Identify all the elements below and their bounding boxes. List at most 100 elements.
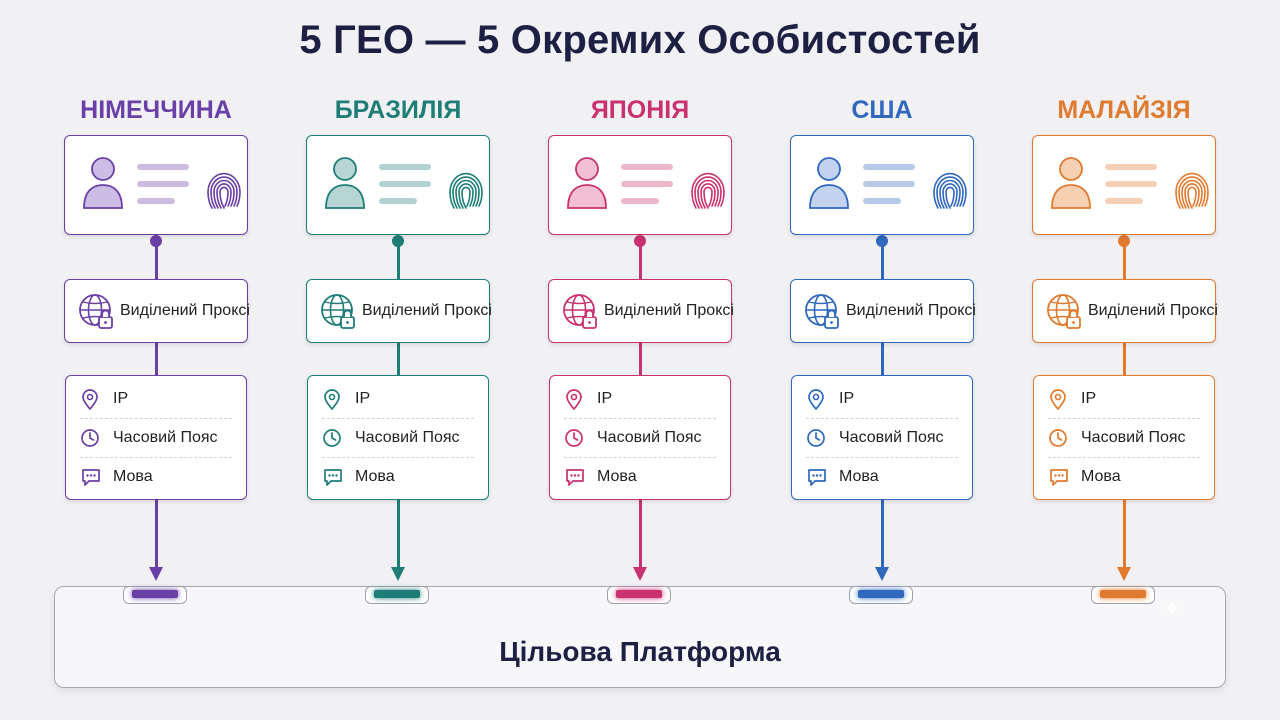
platform-port [1091,586,1155,604]
geo-name: НІМЕЧЧИНА [80,96,232,124]
identity-card [306,135,490,235]
connector-dot [634,235,646,247]
location-pin-icon [80,389,100,416]
location-pin-icon [322,389,342,416]
platform-port [607,586,671,604]
param-row-language: Мова [322,458,474,496]
chat-bubble-icon [322,467,344,492]
param-label: Часовий Пояс [355,429,460,446]
proxy-card: Виділений Проксі [790,279,976,343]
param-row-ip: IP [80,380,232,419]
geo-name: МАЛАЙЗІЯ [1057,96,1191,124]
location-pin-icon [564,389,584,416]
param-row-language: Мова [564,458,716,496]
chat-bubble-icon [564,467,586,492]
user-avatar-icon [807,154,851,215]
param-label: Часовий Пояс [839,429,944,446]
param-label: IP [113,390,129,407]
param-row-timezone: Часовий Пояс [1048,419,1200,458]
param-label: Мова [1081,468,1121,485]
proxy-card: Виділений Проксі [548,279,734,343]
info-lines [1105,164,1157,215]
info-lines [863,164,915,215]
param-label: IP [597,390,613,407]
proxy-label: Виділений Проксі [846,302,976,319]
fingerprint-icon [1175,170,1209,217]
arrow-head [149,567,163,581]
identity-card [790,135,974,235]
clock-icon [80,428,100,453]
clock-icon [806,428,826,453]
params-card: IP Часовий Пояс Мова [549,375,731,500]
connector-dot [392,235,404,247]
info-lines [621,164,673,215]
user-avatar-icon [565,154,609,215]
arrow-head [1117,567,1131,581]
sparkle-icon: ✦ [1163,596,1182,621]
connector-dot [876,235,888,247]
geo-name: США [851,96,913,124]
globe-lock-icon [77,292,117,337]
proxy-card: Виділений Проксі [306,279,492,343]
param-row-ip: IP [1048,380,1200,419]
proxy-label: Виділений Проксі [362,302,492,319]
proxy-label: Виділений Проксі [604,302,734,319]
param-row-timezone: Часовий Пояс [564,419,716,458]
params-card: IP Часовий Пояс Мова [65,375,247,500]
platform-port [123,586,187,604]
proxy-card: Виділений Проксі [1032,279,1218,343]
location-pin-icon [806,389,826,416]
connector-dot [1118,235,1130,247]
chat-bubble-icon [80,467,102,492]
param-row-language: Мова [1048,458,1200,496]
globe-lock-icon [1045,292,1085,337]
param-label: IP [355,390,371,407]
geo-column: США Виділений Проксі IP Часовий Пояс Мов… [761,0,1003,600]
arrow-head [391,567,405,581]
param-row-ip: IP [322,380,474,419]
clock-icon [322,428,342,453]
params-card: IP Часовий Пояс Мова [1033,375,1215,500]
info-lines [379,164,431,215]
geo-name: ЯПОНІЯ [590,96,690,124]
param-label: Мова [355,468,395,485]
platform-label: Цільова Платформа [499,636,781,667]
user-avatar-icon [1049,154,1093,215]
param-row-timezone: Часовий Пояс [80,419,232,458]
param-label: IP [839,390,855,407]
arrow-head [875,567,889,581]
location-pin-icon [1048,389,1068,416]
params-card: IP Часовий Пояс Мова [307,375,489,500]
user-avatar-icon [323,154,367,215]
identity-card [548,135,732,235]
geo-column: МАЛАЙЗІЯ Виділений Проксі IP Часовий Поя… [1003,0,1245,600]
param-row-ip: IP [806,380,958,419]
fingerprint-icon [933,170,967,217]
param-label: Мова [839,468,879,485]
chat-bubble-icon [1048,467,1070,492]
identity-card [64,135,248,235]
page-title: 5 ГЕО — 5 Окремих Особистостей [299,18,981,62]
param-row-language: Мова [80,458,232,496]
fingerprint-icon [449,170,483,217]
proxy-label: Виділений Проксі [1088,302,1218,319]
param-row-timezone: Часовий Пояс [806,419,958,458]
proxy-card: Виділений Проксі [64,279,250,343]
param-label: Часовий Пояс [597,429,702,446]
geo-column: БРАЗИЛІЯ Виділений Проксі IP Часовий Поя… [277,0,519,600]
platform-port [849,586,913,604]
geo-column: НІМЕЧЧИНА Виділений Проксі IP Часовий По… [35,0,277,600]
clock-icon [564,428,584,453]
geo-name: БРАЗИЛІЯ [334,96,462,124]
connector-dot [150,235,162,247]
param-row-language: Мова [806,458,958,496]
arrow-head [633,567,647,581]
param-label: IP [1081,390,1097,407]
params-card: IP Часовий Пояс Мова [791,375,973,500]
geo-column: ЯПОНІЯ Виділений Проксі IP Часовий Пояс … [519,0,761,600]
platform-port [365,586,429,604]
clock-icon [1048,428,1068,453]
globe-lock-icon [319,292,359,337]
param-row-ip: IP [564,380,716,419]
param-label: Часовий Пояс [1081,429,1186,446]
